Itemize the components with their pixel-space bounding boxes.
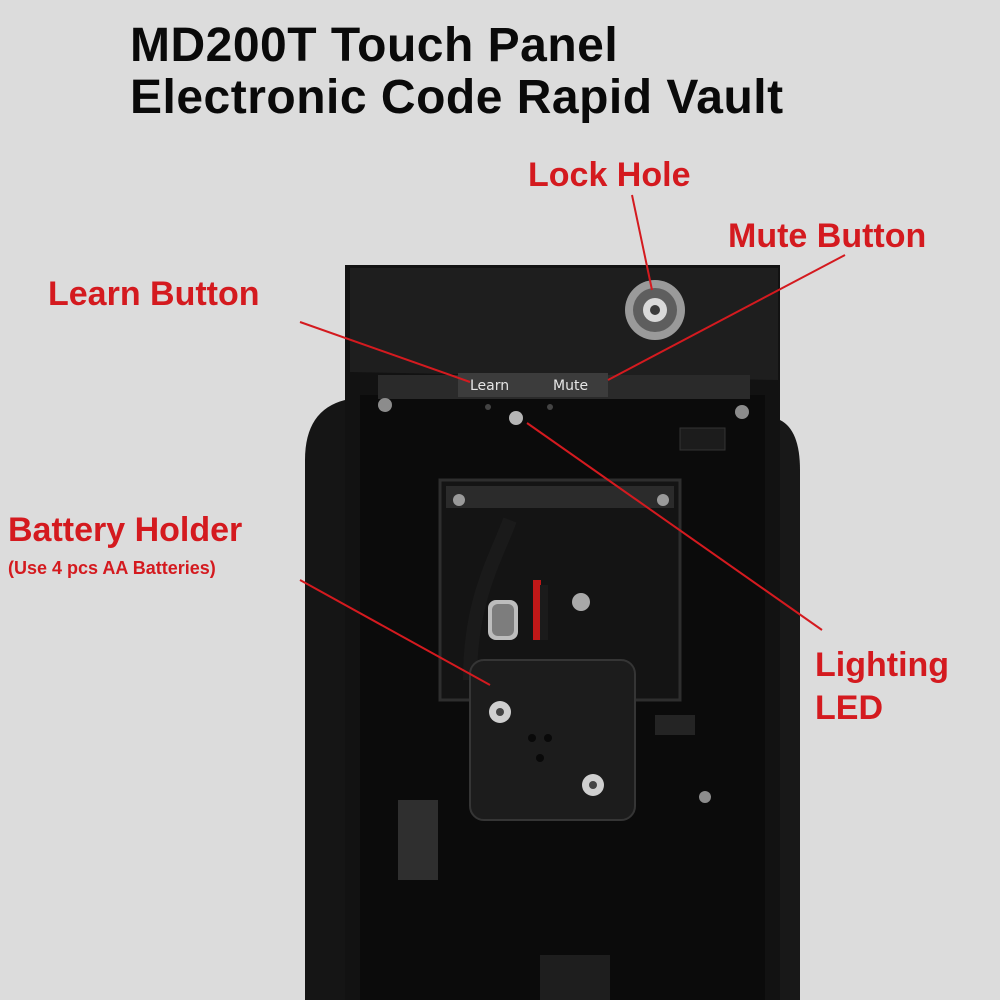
learn-button-leader [299, 321, 471, 383]
vault-side-left [305, 400, 345, 1000]
lighting-led-leader [526, 422, 823, 631]
wire-bundle [463, 517, 517, 681]
holder-hole [528, 734, 536, 742]
title-line-2: Electronic Code Rapid Vault [130, 71, 784, 124]
battery-holder-label: Battery Holder [8, 511, 243, 549]
lower-clip [655, 715, 695, 735]
screw-center [496, 708, 504, 716]
red-wire [533, 580, 541, 640]
battery-spring-inner [492, 604, 514, 636]
screw-icon [699, 791, 711, 803]
lower-latch [398, 800, 438, 880]
bracket-top [446, 486, 674, 508]
lock-hole-leader [631, 194, 653, 291]
lighting-label: Lighting [815, 646, 950, 684]
lock-hole-label: Lock Hole [528, 156, 691, 194]
screw-icon [735, 405, 749, 419]
holder-hole [544, 734, 552, 742]
screw-icon [378, 398, 392, 412]
battery-holder [469, 659, 636, 821]
mute-button-leader [607, 254, 846, 381]
lighting-led-icon [509, 411, 523, 425]
page-title: MD200T Touch Panel Electronic Code Rapid… [130, 20, 784, 124]
battery-holder-leader [299, 579, 491, 686]
control-label-plate [458, 373, 608, 397]
learn-button-hole-icon [485, 404, 491, 410]
side-slot [679, 427, 726, 451]
lock-keyway [650, 305, 660, 315]
bottom-bracket [540, 955, 610, 1000]
led-label: LED [815, 689, 883, 727]
learn-button-label: Learn Button [48, 275, 260, 313]
screw-icon [572, 593, 590, 611]
learn-panel-label: Learn [470, 378, 509, 394]
screw-center [589, 781, 597, 789]
screw-icon [657, 494, 669, 506]
title-line-1: MD200T Touch Panel [130, 19, 619, 72]
mute-button-label: Mute Button [728, 217, 927, 255]
holder-hole [536, 754, 544, 762]
mute-button-hole-icon [547, 404, 553, 410]
mute-panel-label: Mute [553, 378, 588, 394]
battery-note-label: (Use 4 pcs AA Batteries) [8, 558, 216, 578]
screw-icon [453, 494, 465, 506]
black-wire [540, 585, 548, 640]
vault-side-right [780, 420, 800, 1000]
